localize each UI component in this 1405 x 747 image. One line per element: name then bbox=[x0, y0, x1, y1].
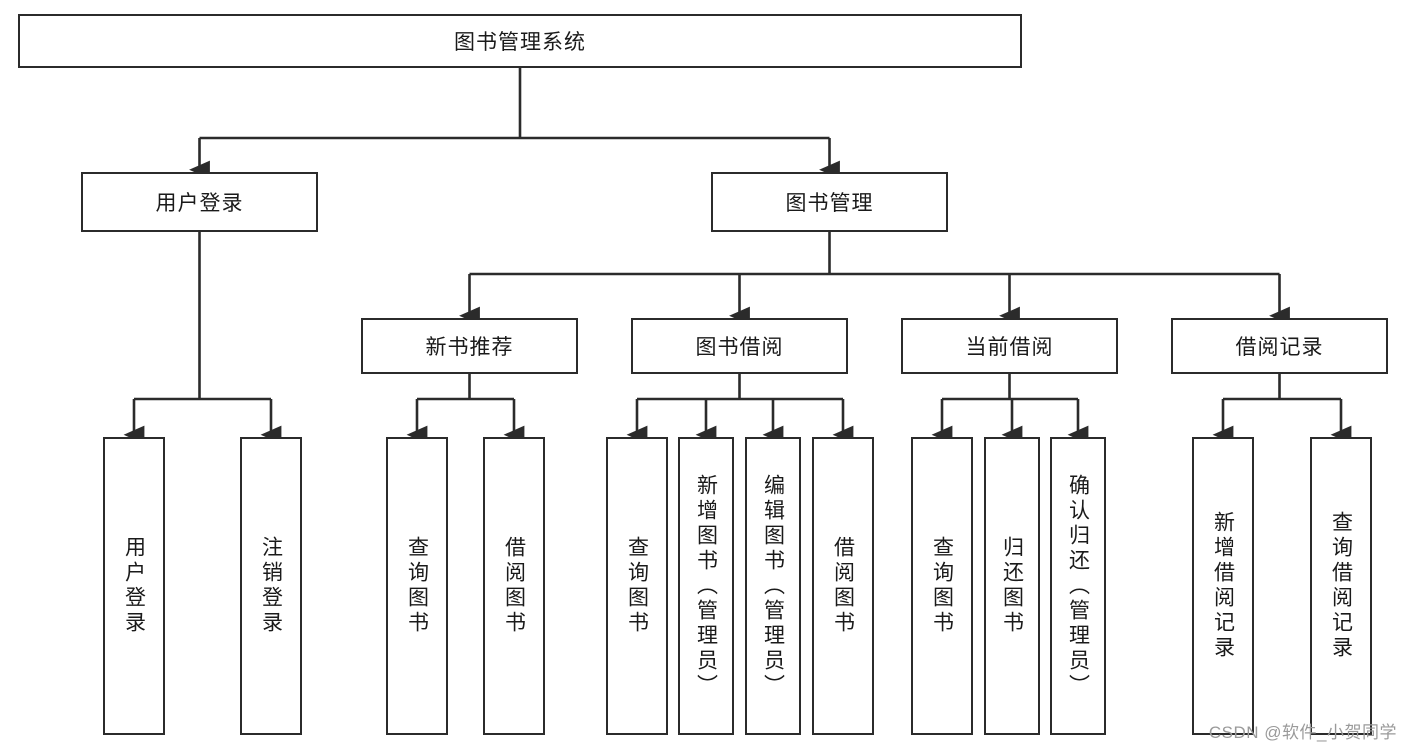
node-label: 新书推荐 bbox=[425, 336, 514, 359]
node-label: 当前借阅 bbox=[965, 336, 1054, 359]
node-label: 查询图书 bbox=[625, 536, 649, 636]
node-leaf-add-record[interactable]: 新增借阅记录 bbox=[1192, 437, 1254, 735]
node-label: 归还图书 bbox=[1000, 536, 1024, 636]
node-label: 注销登录 bbox=[259, 536, 283, 636]
node-leaf-query-book-3[interactable]: 查询图书 bbox=[911, 437, 973, 735]
node-label: 借阅记录 bbox=[1235, 336, 1324, 359]
node-borrow-record[interactable]: 借阅记录 bbox=[1171, 318, 1388, 374]
node-label: 借阅图书 bbox=[502, 536, 526, 636]
node-leaf-logout[interactable]: 注销登录 bbox=[240, 437, 302, 735]
node-leaf-query-book-2[interactable]: 查询图书 bbox=[606, 437, 668, 735]
node-label: 用户登录 bbox=[122, 536, 146, 636]
node-root[interactable]: 图书管理系统 bbox=[18, 14, 1022, 68]
node-leaf-return-book[interactable]: 归还图书 bbox=[984, 437, 1040, 735]
node-label: 确认归还（管理员） bbox=[1066, 473, 1090, 699]
node-leaf-confirm-return[interactable]: 确认归还（管理员） bbox=[1050, 437, 1106, 735]
node-label: 借阅图书 bbox=[831, 536, 855, 636]
node-label: 查询借阅记录 bbox=[1329, 511, 1353, 661]
node-label: 图书管理 bbox=[785, 192, 874, 215]
node-leaf-query-record[interactable]: 查询借阅记录 bbox=[1310, 437, 1372, 735]
node-label: 用户登录 bbox=[155, 192, 244, 215]
node-label: 新增借阅记录 bbox=[1211, 511, 1235, 661]
node-leaf-edit-book[interactable]: 编辑图书（管理员） bbox=[745, 437, 801, 735]
node-current-borrow[interactable]: 当前借阅 bbox=[901, 318, 1118, 374]
watermark: CSDN @软件_小贺同学 bbox=[1208, 723, 1397, 742]
node-label: 图书管理系统 bbox=[454, 31, 586, 54]
node-user-login[interactable]: 用户登录 bbox=[81, 172, 318, 232]
node-leaf-query-book-1[interactable]: 查询图书 bbox=[386, 437, 448, 735]
node-leaf-borrow-book-2[interactable]: 借阅图书 bbox=[812, 437, 874, 735]
node-leaf-user-login[interactable]: 用户登录 bbox=[103, 437, 165, 735]
node-label: 查询图书 bbox=[405, 536, 429, 636]
node-label: 图书借阅 bbox=[695, 336, 784, 359]
node-leaf-borrow-book-1[interactable]: 借阅图书 bbox=[483, 437, 545, 735]
node-label: 新增图书（管理员） bbox=[694, 473, 718, 699]
node-new-book-recommend[interactable]: 新书推荐 bbox=[361, 318, 578, 374]
node-leaf-add-book[interactable]: 新增图书（管理员） bbox=[678, 437, 734, 735]
node-book-borrow[interactable]: 图书借阅 bbox=[631, 318, 848, 374]
node-label: 查询图书 bbox=[930, 536, 954, 636]
node-label: 编辑图书（管理员） bbox=[761, 473, 785, 699]
node-book-manage[interactable]: 图书管理 bbox=[711, 172, 948, 232]
